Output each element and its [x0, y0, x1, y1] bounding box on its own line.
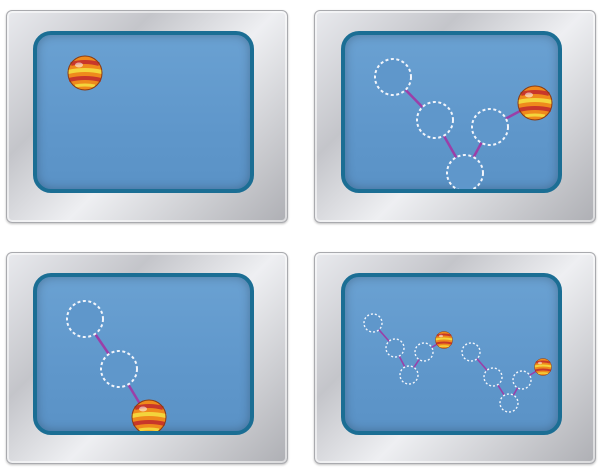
panel-bottom-left — [6, 252, 288, 464]
striped-ball — [132, 400, 166, 431]
ghost-position — [400, 366, 418, 384]
ghost-position — [500, 394, 518, 412]
ghost-position — [417, 102, 453, 138]
ghost-position — [375, 59, 411, 95]
screen — [33, 31, 254, 193]
ghost-position — [447, 155, 483, 189]
screen-canvas — [37, 35, 250, 189]
screen — [33, 273, 254, 435]
striped-ball — [518, 86, 552, 120]
screen-canvas — [345, 277, 558, 431]
ghost-position — [513, 371, 531, 389]
striped-ball — [535, 359, 552, 376]
striped-ball — [68, 56, 102, 90]
screen-canvas — [345, 35, 558, 189]
panel-top-left — [6, 10, 288, 223]
striped-ball — [436, 332, 453, 349]
screen — [341, 31, 562, 193]
panel-top-right — [314, 10, 596, 223]
ghost-position — [462, 343, 480, 361]
panel-bottom-right — [314, 252, 596, 464]
ghost-position — [386, 339, 404, 357]
screen-canvas — [37, 277, 250, 431]
ghost-position — [472, 109, 508, 145]
ghost-position — [484, 368, 502, 386]
ghost-position — [364, 314, 382, 332]
ghost-position — [101, 351, 137, 387]
ghost-position — [415, 343, 433, 361]
screen — [341, 273, 562, 435]
ghost-position — [67, 301, 103, 337]
